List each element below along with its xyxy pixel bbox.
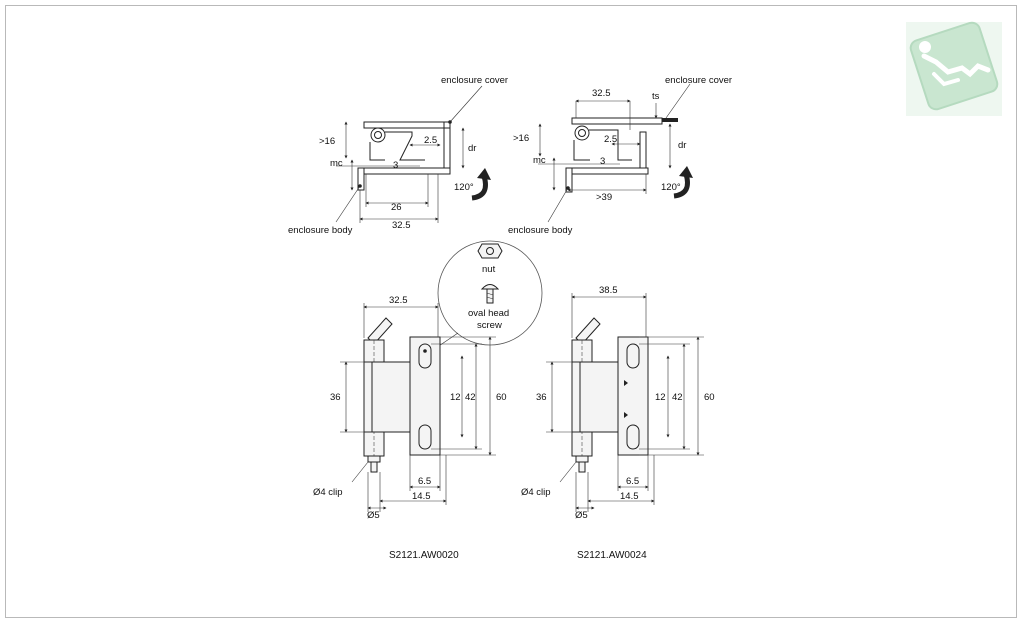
top-right-dim-32-5-label: 32.5 — [592, 88, 611, 99]
br-h42-label: 42 — [672, 392, 683, 403]
br-w6-5-label: 6.5 — [626, 476, 639, 487]
bl-h12-label: 12 — [450, 392, 461, 403]
top-left-dr-label: dr — [468, 143, 476, 154]
hinge-logo-icon — [906, 21, 1002, 116]
top-left-gt16-label: >16 — [319, 136, 335, 147]
br-width-label: 38.5 — [599, 285, 618, 296]
top-right-dim-3-label: 3 — [600, 156, 605, 167]
nut-label: nut — [482, 264, 496, 275]
bl-clip-label: Ø4 clip — [313, 487, 343, 498]
bl-h36-label: 36 — [330, 392, 341, 403]
top-left-dim-26-label: 26 — [391, 202, 402, 213]
br-clip-label: Ø4 clip — [521, 487, 551, 498]
br-h36-label: 36 — [536, 392, 547, 403]
screw-label-line1: oval head — [468, 308, 509, 319]
top-right-ts-label: ts — [652, 91, 660, 102]
br-d5-label: Ø5 — [575, 510, 588, 521]
top-right-dim-2-5-label: 2.5 — [604, 134, 617, 145]
top-right-section-view — [538, 83, 693, 223]
hinge-front-view-aw0024 — [546, 293, 704, 512]
top-right-angle-label: 120° — [661, 182, 681, 193]
top-left-enclosure-body-label: enclosure body — [288, 225, 353, 236]
br-h12-label: 12 — [655, 392, 666, 403]
oval-head-screw-icon — [480, 284, 500, 304]
br-h60-label: 60 — [704, 392, 715, 403]
top-left-section-view — [335, 85, 491, 223]
bl-w6-5-label: 6.5 — [418, 476, 431, 487]
top-right-enclosure-body-label: enclosure body — [508, 225, 573, 236]
top-left-dim-32-5-label: 32.5 — [392, 220, 411, 231]
bl-width-label: 32.5 — [389, 295, 408, 306]
bl-h60-label: 60 — [496, 392, 507, 403]
top-right-mc-label: mc — [533, 155, 546, 166]
top-right-dr-label: dr — [678, 140, 686, 151]
bl-caption: S2121.AW0020 — [389, 550, 459, 561]
top-right-gt16-label: >16 — [513, 133, 529, 144]
hinge-front-view-aw0020 — [340, 303, 496, 512]
top-left-dim-2-5-label: 2.5 — [424, 135, 437, 146]
screw-label-line2: screw — [477, 320, 502, 331]
top-right-gt39-label: >39 — [596, 192, 612, 203]
top-left-angle-label: 120° — [454, 182, 474, 193]
fastener-callout — [429, 240, 543, 353]
br-caption: S2121.AW0024 — [577, 550, 647, 561]
top-left-mc-label: mc — [330, 158, 343, 169]
top-left-enclosure-cover-label: enclosure cover — [441, 75, 508, 86]
nut-icon — [477, 243, 503, 259]
top-right-enclosure-cover-label: enclosure cover — [665, 75, 732, 86]
bl-d5-label: Ø5 — [367, 510, 380, 521]
bl-w14-5-label: 14.5 — [412, 491, 431, 502]
bl-h42-label: 42 — [465, 392, 476, 403]
top-left-dim-3-label: 3 — [393, 160, 398, 171]
br-w14-5-label: 14.5 — [620, 491, 639, 502]
